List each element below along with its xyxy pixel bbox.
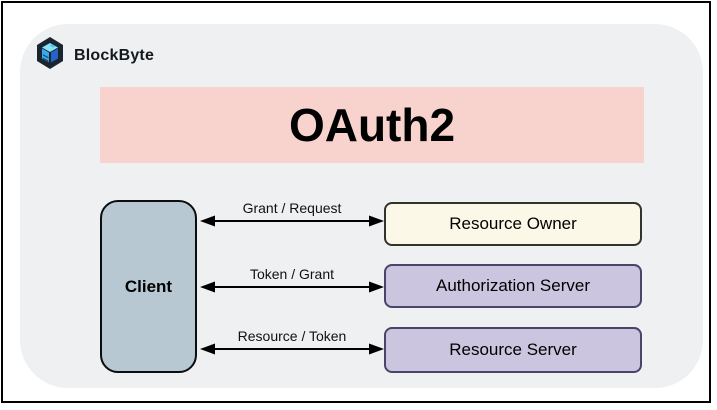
flow-resource-token: Resource / Token — [200, 324, 384, 356]
flow-resource-token-label: Resource / Token — [237, 328, 347, 344]
node-resource-owner-label: Resource Owner — [449, 214, 577, 233]
node-client-label: Client — [124, 276, 173, 296]
node-resource-server-label: Resource Server — [449, 340, 577, 359]
title-banner: OAuth2 — [100, 87, 644, 163]
node-resource-owner: Resource Owner — [384, 202, 642, 246]
flow-token-grant: Token / Grant — [200, 262, 384, 294]
node-authorization-server: Authorization Server — [384, 264, 642, 308]
brand-logo: BlockByte — [36, 37, 154, 74]
node-authorization-server-label: Authorization Server — [435, 276, 591, 295]
node-resource-server: Resource Server — [384, 327, 642, 373]
brand-name: BlockByte — [74, 46, 155, 64]
node-client: Client — [100, 200, 197, 373]
flow-token-grant-label: Token / Grant — [249, 266, 335, 282]
diagram-title: OAuth2 — [288, 99, 456, 151]
double-arrow-icon — [200, 342, 384, 356]
double-arrow-icon — [200, 280, 384, 294]
flow-grant-request-label: Grant / Request — [242, 200, 342, 216]
flow-grant-request: Grant / Request — [200, 196, 384, 228]
double-arrow-icon — [200, 214, 384, 228]
blockbyte-cube-icon — [36, 37, 64, 74]
